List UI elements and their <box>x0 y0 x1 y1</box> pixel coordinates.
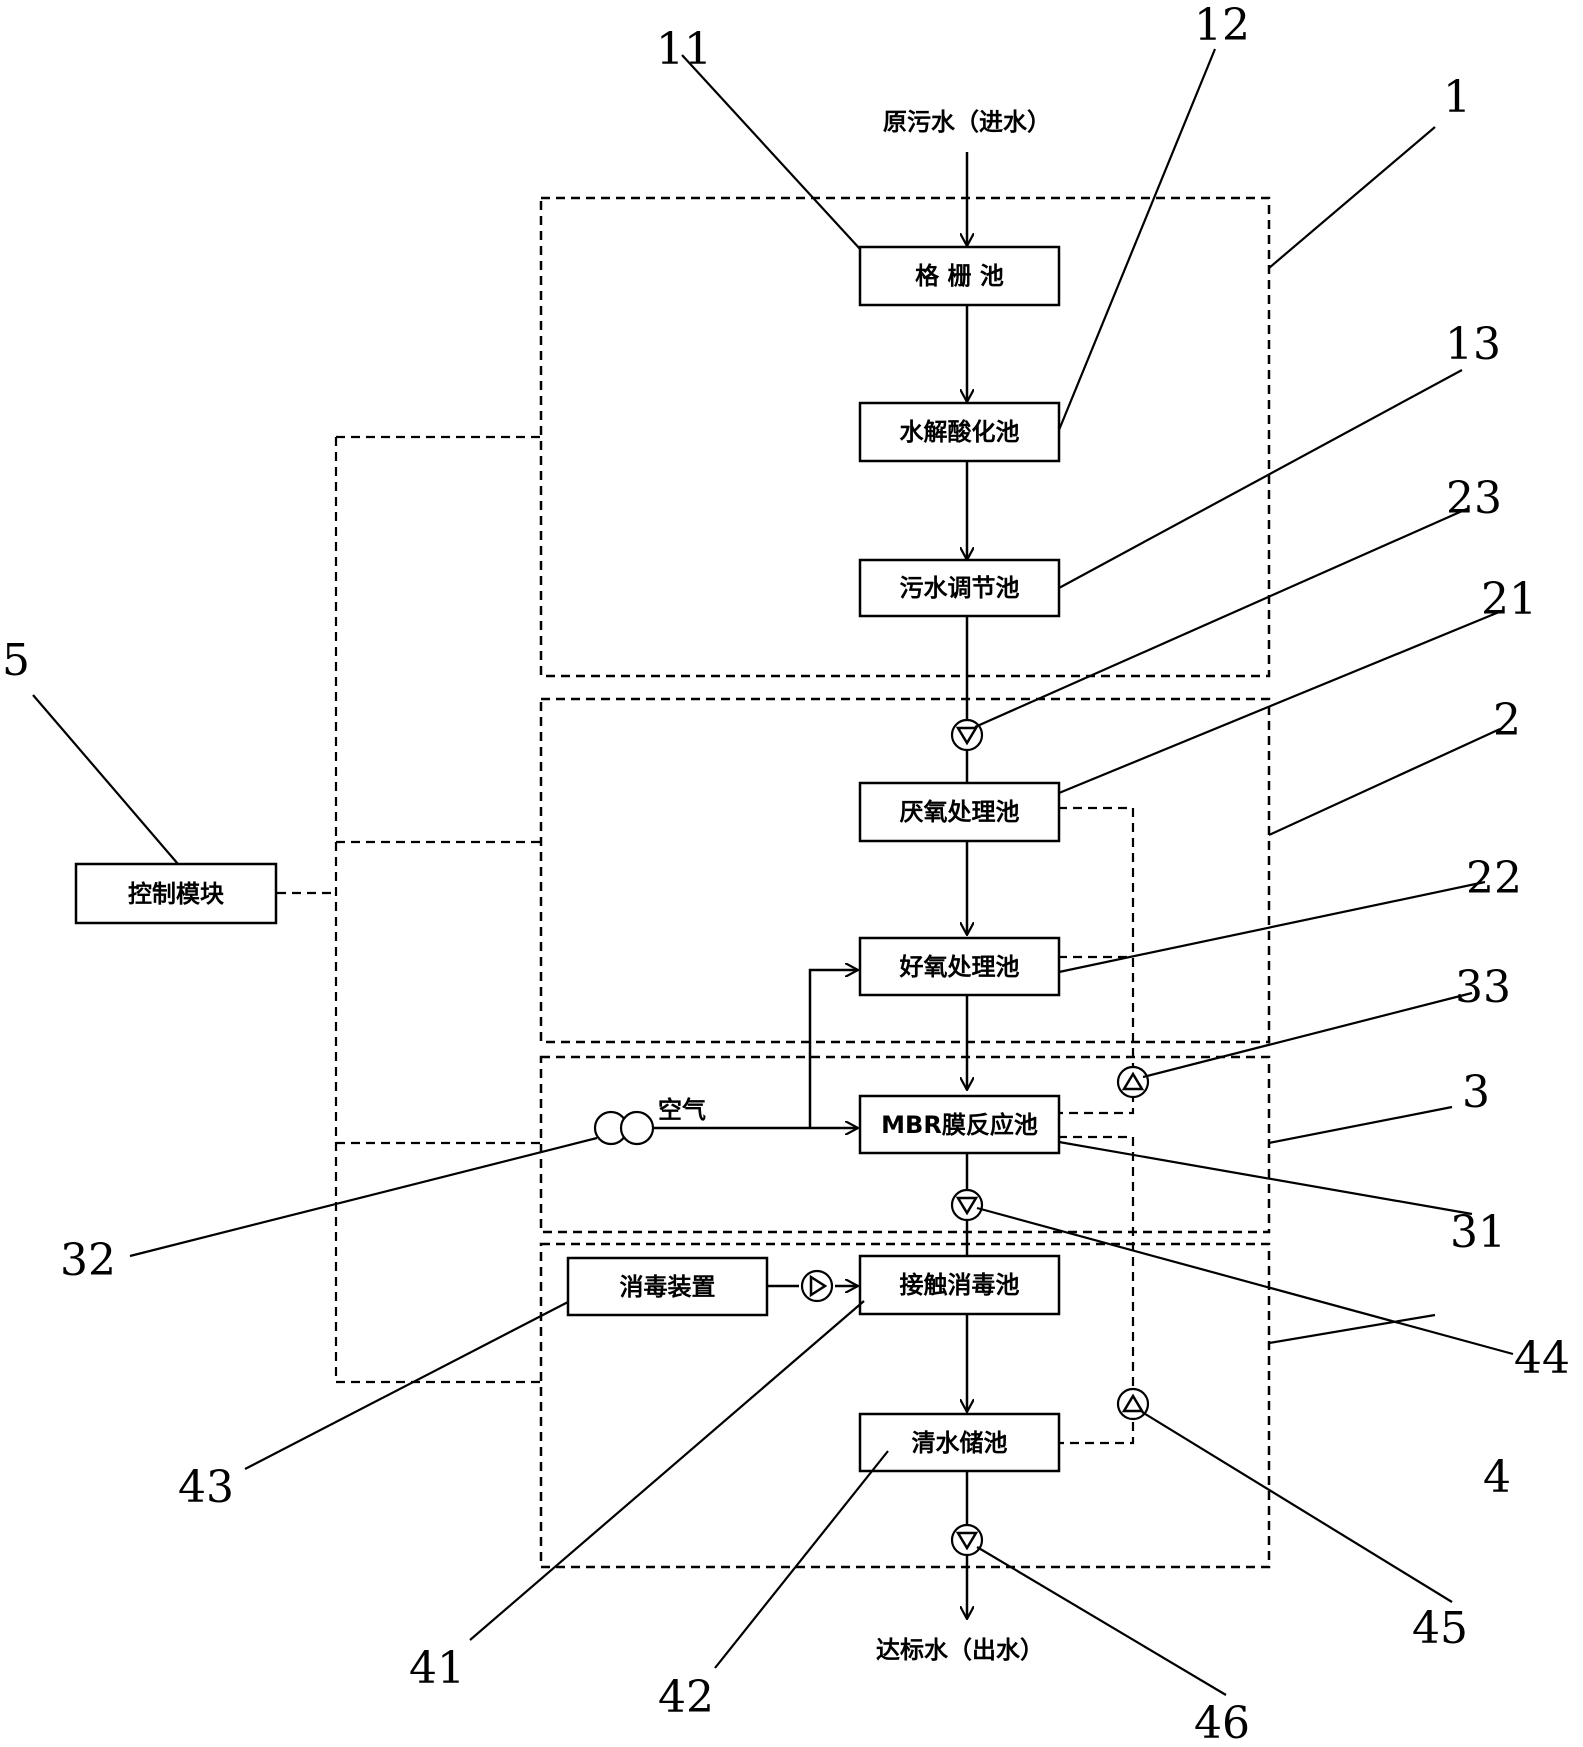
ref-33: 33 <box>1455 962 1511 1013</box>
ref-21: 21 <box>1481 574 1537 625</box>
ref-43: 43 <box>178 1462 234 1513</box>
zone-4-disinfection <box>539 1242 1271 1569</box>
zone-1-pretreatment <box>539 196 1271 678</box>
pump-23-icon <box>950 718 984 752</box>
zone-2-biological <box>539 697 1271 1044</box>
ref-13: 13 <box>1445 319 1501 370</box>
ref-42: 42 <box>658 1672 714 1723</box>
unit-contact-label: 接触消毒池 <box>900 1271 1020 1299</box>
flow-lines <box>653 152 967 1618</box>
ref-5: 5 <box>2 635 30 686</box>
unit-contact-disinfection-tank: 接触消毒池 <box>858 1254 1061 1316</box>
unit-aerobic-tank: 好氧处理池 <box>858 936 1061 997</box>
unit-grating-tank: 格 栅 池 <box>858 245 1061 307</box>
unit-control-label: 控制模块 <box>128 880 224 908</box>
unit-mbr-tank: MBR膜反应池 <box>858 1094 1061 1155</box>
ref-41: 41 <box>409 1643 465 1694</box>
ref-2: 2 <box>1493 695 1521 746</box>
inflow-label: 原污水（进水） <box>883 108 1051 136</box>
ref-32: 32 <box>60 1235 116 1286</box>
control-lines <box>277 435 541 1384</box>
unit-disinfection-device: 消毒装置 <box>566 1256 769 1317</box>
ref-31: 31 <box>1450 1207 1506 1258</box>
unit-clear-water-tank: 清水储池 <box>858 1412 1061 1473</box>
unit-aerobic-label: 好氧处理池 <box>899 953 1020 981</box>
ref-1: 1 <box>1443 72 1471 123</box>
ref-23: 23 <box>1446 473 1502 524</box>
unit-regulating-label: 污水调节池 <box>900 574 1020 602</box>
pump-46-icon <box>950 1523 984 1557</box>
dosing-pump-icon <box>800 1269 834 1303</box>
ref-12: 12 <box>1194 0 1250 51</box>
unit-anaerobic-tank: 厌氧处理池 <box>858 781 1061 843</box>
ref-3: 3 <box>1462 1067 1490 1118</box>
unit-disinfect-label: 消毒装置 <box>620 1273 716 1301</box>
ref-46: 46 <box>1194 1698 1250 1747</box>
unit-hydrolysis-tank: 水解酸化池 <box>858 401 1061 463</box>
unit-control-module: 控制模块 <box>74 862 278 925</box>
air-label: 空气 <box>658 1096 706 1124</box>
pump-44-icon <box>950 1188 984 1222</box>
return-lines <box>1058 806 1135 1445</box>
unit-grating-label: 格 栅 池 <box>915 262 1004 290</box>
pump-45-icon <box>1116 1387 1150 1421</box>
ref-22: 22 <box>1466 853 1522 904</box>
unit-anaerobic-label: 厌氧处理池 <box>900 798 1020 826</box>
pump-33-icon <box>1116 1065 1150 1099</box>
ref-11: 11 <box>656 24 712 75</box>
blower-32-icon <box>593 1110 655 1146</box>
unit-mbr-label: MBR膜反应池 <box>881 1111 1038 1139</box>
unit-hydrolysis-label: 水解酸化池 <box>900 418 1020 446</box>
unit-clear-label: 清水储池 <box>912 1429 1008 1457</box>
leader-lines <box>32 48 1514 1696</box>
outflow-label: 达标水（出水） <box>876 1636 1044 1664</box>
ref-44: 44 <box>1514 1333 1570 1384</box>
ref-4: 4 <box>1483 1452 1511 1503</box>
ref-45: 45 <box>1412 1603 1468 1654</box>
unit-regulating-tank: 污水调节池 <box>858 558 1061 618</box>
zone-3-membrane <box>539 1055 1271 1234</box>
